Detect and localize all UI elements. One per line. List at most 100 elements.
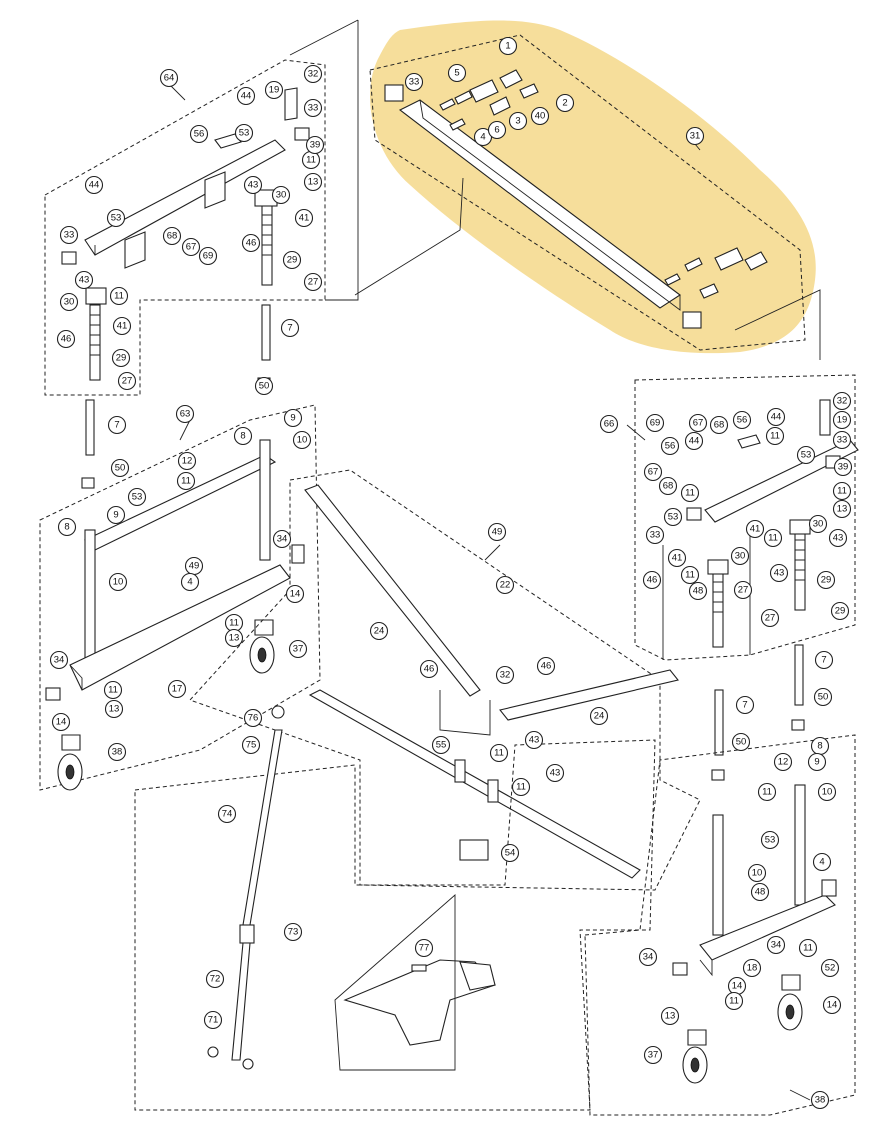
svg-text:7: 7 [114, 420, 119, 431]
callout-10: 10 [108, 572, 128, 592]
callout-18: 18 [742, 958, 762, 978]
svg-text:30: 30 [64, 297, 75, 308]
callout-27: 27 [303, 272, 323, 292]
callout-55: 55 [431, 735, 451, 755]
callout-11: 11 [489, 743, 509, 763]
callout-22: 22 [495, 575, 515, 595]
svg-text:12: 12 [778, 757, 789, 768]
svg-text:40: 40 [535, 111, 546, 122]
callout-8: 8 [57, 517, 77, 537]
callout-11: 11 [765, 426, 785, 446]
svg-text:10: 10 [752, 868, 763, 879]
callout-43: 43 [74, 270, 94, 290]
svg-text:29: 29 [116, 353, 127, 364]
callout-4: 4 [812, 852, 832, 872]
callout-34: 34 [638, 947, 658, 967]
svg-text:12: 12 [182, 456, 193, 467]
callout-33: 33 [404, 72, 424, 92]
rods-left [81, 304, 271, 489]
svg-text:30: 30 [276, 190, 287, 201]
svg-text:11: 11 [762, 787, 772, 798]
callout-14: 14 [51, 712, 71, 732]
callout-10: 10 [817, 782, 837, 802]
callout-24: 24 [589, 706, 609, 726]
highlight-part-31 [370, 20, 816, 354]
svg-text:19: 19 [269, 85, 280, 96]
svg-text:34: 34 [277, 534, 288, 545]
callout-72: 72 [205, 969, 225, 989]
callout-46: 46 [241, 233, 261, 253]
callout-5: 5 [447, 63, 467, 83]
svg-text:11: 11 [729, 996, 739, 1007]
callout-32: 32 [832, 391, 852, 411]
svg-text:56: 56 [737, 415, 748, 426]
svg-text:14: 14 [827, 1000, 838, 1011]
svg-text:33: 33 [409, 77, 420, 88]
callout-9: 9 [807, 752, 827, 772]
svg-text:54: 54 [505, 848, 516, 859]
svg-text:8: 8 [817, 741, 822, 752]
callout-41: 41 [667, 548, 687, 568]
callout-13: 13 [224, 628, 244, 648]
callout-8: 8 [233, 426, 253, 446]
svg-text:32: 32 [500, 670, 511, 681]
callout-48: 48 [750, 882, 770, 902]
callout-34: 34 [272, 529, 292, 549]
callout-13: 13 [303, 172, 323, 192]
svg-text:11: 11 [516, 782, 526, 793]
callout-50: 50 [813, 687, 833, 707]
svg-text:31: 31 [690, 131, 701, 142]
callout-43: 43 [545, 763, 565, 783]
callout-50: 50 [110, 458, 130, 478]
callout-48: 48 [688, 581, 708, 601]
callout-40: 40 [530, 106, 550, 126]
svg-text:9: 9 [290, 413, 295, 424]
svg-text:10: 10 [113, 577, 124, 588]
callout-29: 29 [816, 570, 836, 590]
svg-text:52: 52 [825, 963, 836, 974]
callout-11: 11 [176, 471, 196, 491]
callout-49: 49 [184, 556, 204, 576]
callout-44: 44 [684, 431, 704, 451]
callout-13: 13 [104, 699, 124, 719]
svg-text:13: 13 [837, 504, 848, 515]
callout-34: 34 [766, 935, 786, 955]
callout-7: 7 [107, 415, 127, 435]
svg-text:41: 41 [299, 213, 310, 224]
callout-43: 43 [243, 175, 263, 195]
callout-6: 6 [487, 120, 507, 140]
callout-32: 32 [303, 64, 323, 84]
svg-text:56: 56 [665, 441, 676, 452]
svg-text:11: 11 [229, 618, 239, 629]
svg-text:29: 29 [835, 606, 846, 617]
callout-19: 19 [264, 80, 284, 100]
callout-39: 39 [305, 135, 325, 155]
callout-39: 39 [833, 457, 853, 477]
callout-68: 68 [658, 476, 678, 496]
svg-text:41: 41 [117, 321, 128, 332]
svg-text:41: 41 [672, 553, 683, 564]
callout-44: 44 [84, 175, 104, 195]
svg-text:11: 11 [685, 488, 695, 499]
svg-text:7: 7 [287, 323, 292, 334]
svg-text:4: 4 [187, 577, 192, 588]
callout-67: 67 [181, 237, 201, 257]
svg-text:11: 11 [803, 943, 813, 954]
callout-50: 50 [254, 376, 274, 396]
svg-text:4: 4 [480, 132, 485, 143]
svg-text:10: 10 [297, 435, 308, 446]
svg-text:22: 22 [500, 580, 511, 591]
svg-text:24: 24 [594, 711, 605, 722]
svg-text:49: 49 [189, 561, 200, 572]
callout-30: 30 [730, 546, 750, 566]
svg-text:53: 53 [668, 512, 679, 523]
svg-text:9: 9 [113, 510, 118, 521]
svg-text:41: 41 [750, 524, 761, 535]
svg-text:34: 34 [771, 940, 782, 951]
callout-3: 3 [508, 111, 528, 131]
svg-text:71: 71 [208, 1015, 219, 1026]
svg-text:27: 27 [308, 277, 319, 288]
svg-text:13: 13 [308, 177, 319, 188]
svg-text:18: 18 [747, 963, 758, 974]
assembly-66 [634, 374, 859, 661]
